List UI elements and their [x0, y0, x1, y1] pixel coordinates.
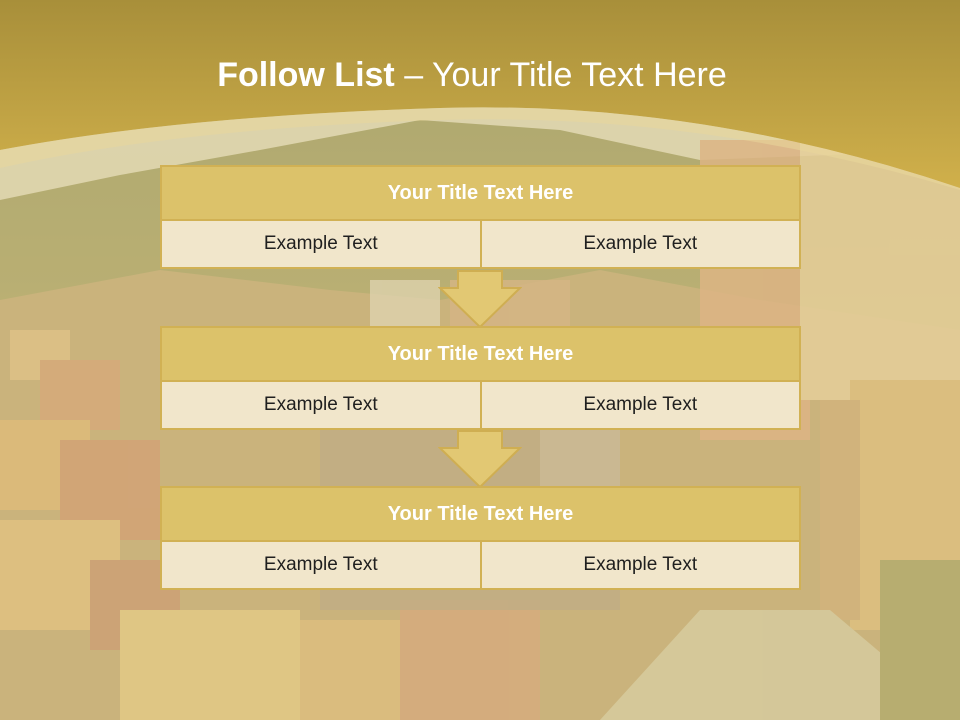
slide-title: Follow List – Your Title Text Here [0, 52, 944, 98]
step-title: Your Title Text Here [160, 326, 801, 382]
down-arrow-icon [438, 270, 522, 328]
step-left-cell: Example Text [160, 382, 482, 430]
list-step-3: Your Title Text Here Example Text Exampl… [160, 486, 801, 590]
slide-title-bold: Follow List [217, 56, 395, 94]
down-arrow-icon [438, 430, 522, 488]
header-band [0, 0, 960, 190]
step-cells: Example Text Example Text [160, 221, 801, 269]
step-left-cell: Example Text [160, 542, 482, 590]
step-right-cell: Example Text [481, 542, 801, 590]
step-left-cell: Example Text [160, 221, 482, 269]
step-title: Your Title Text Here [160, 165, 801, 221]
step-title: Your Title Text Here [160, 486, 801, 542]
slide-title-rest: – Your Title Text Here [404, 56, 727, 94]
step-right-cell: Example Text [481, 382, 801, 430]
list-step-1: Your Title Text Here Example Text Exampl… [160, 165, 801, 269]
step-cells: Example Text Example Text [160, 382, 801, 430]
step-right-cell: Example Text [481, 221, 801, 269]
step-cells: Example Text Example Text [160, 542, 801, 590]
list-step-2: Your Title Text Here Example Text Exampl… [160, 326, 801, 430]
